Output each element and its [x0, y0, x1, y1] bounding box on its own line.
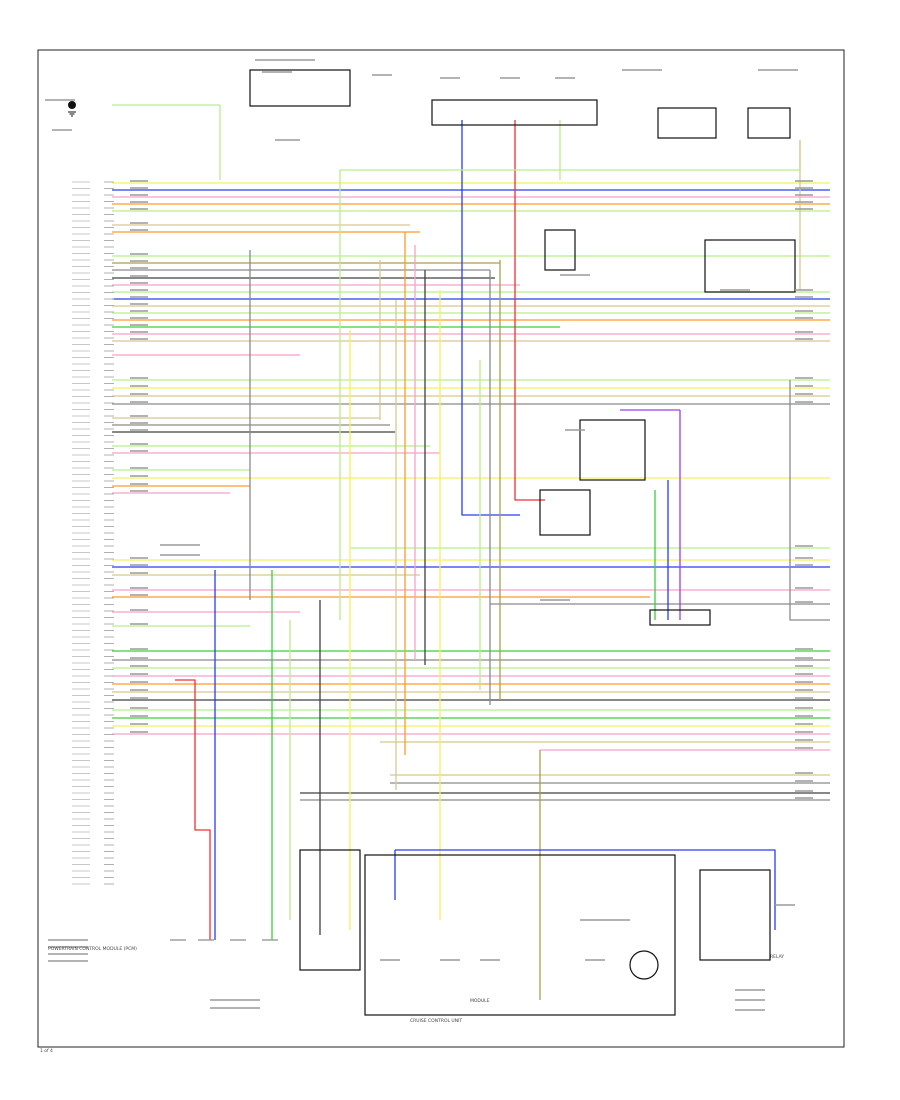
- cruise-module-area: [364, 854, 676, 1016]
- wire-red: [175, 679, 211, 940]
- connector-mid: [544, 229, 576, 271]
- component-layer: [68, 69, 796, 1016]
- diagram-border: [37, 49, 845, 1048]
- brake-switch: [539, 489, 591, 536]
- pcm-caption: POWERTRAIN CONTROL MODULE (PCM): [48, 946, 137, 952]
- wire-blue: [395, 849, 776, 930]
- page-reference: 1 of 4: [40, 1048, 53, 1054]
- fuse-box-top: [249, 69, 351, 107]
- module-caption: MODULE: [470, 998, 490, 1004]
- throttle-actuator: [579, 419, 646, 481]
- connector-small: [649, 609, 711, 626]
- label-layer: [45, 59, 813, 1011]
- cruise-control-unit-caption: CRUISE CONTROL UNIT: [410, 1018, 462, 1024]
- pcm-pin-column: [72, 181, 114, 885]
- relay-block-top: [431, 99, 598, 126]
- left-lower-box: [299, 849, 361, 971]
- wire-layer: [112, 104, 830, 1000]
- battery-terminal: [68, 101, 76, 109]
- wire-gray: [789, 380, 830, 621]
- wire-blue: [461, 120, 520, 516]
- switch-top-right: [747, 107, 791, 139]
- wire-red: [514, 120, 545, 501]
- actuator-motor: [629, 950, 659, 980]
- relay-right: [704, 239, 796, 293]
- wire-light_green: [340, 140, 801, 171]
- relay-caption: RELAY: [770, 954, 784, 960]
- relay-lower-right: [699, 869, 771, 961]
- sensor-top-right: [657, 107, 717, 139]
